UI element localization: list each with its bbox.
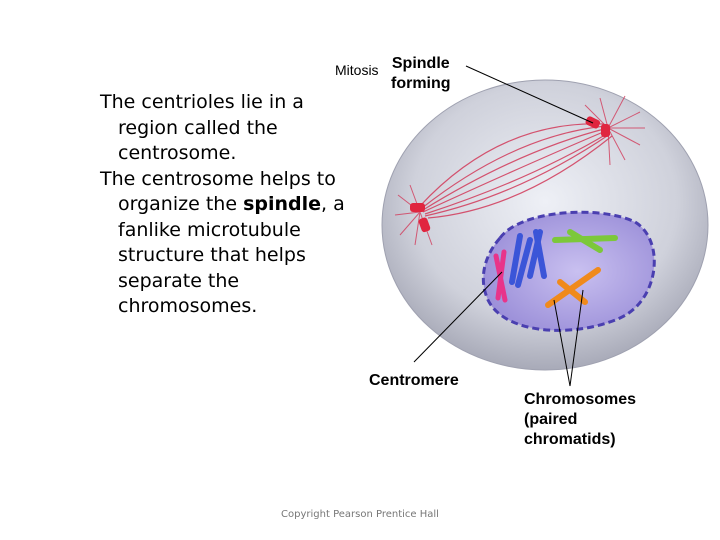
copyright-notice: Copyright Pearson Prentice Hall	[0, 509, 720, 520]
chromosomes-label: Chromosomes (paired chromatids)	[524, 390, 636, 450]
mitosis-label: Mitosis	[335, 60, 379, 80]
spindle-forming-label: Spindle forming	[391, 54, 451, 94]
spindle-label-line1: Spindle	[391, 54, 451, 74]
chromosomes-label-line3: chromatids)	[524, 430, 636, 450]
spindle-label-line2: forming	[391, 74, 451, 94]
chromosomes-label-line2: (paired	[524, 410, 636, 430]
chromosomes-label-line1: Chromosomes	[524, 390, 636, 410]
centromere-label: Centromere	[369, 371, 459, 391]
